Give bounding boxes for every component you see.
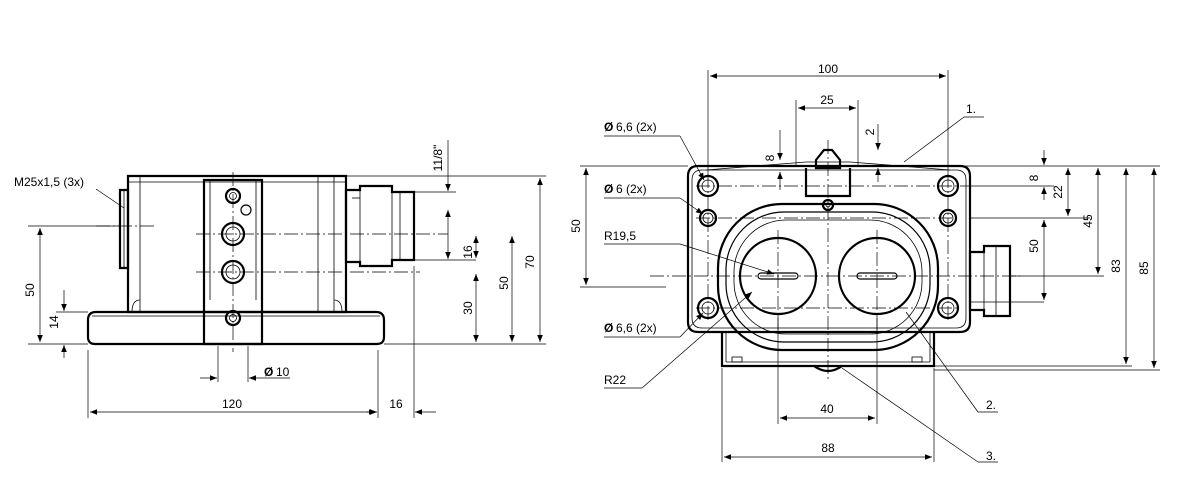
label-hole-6: 6 (2x)	[616, 182, 647, 196]
dim-8-top: 8	[763, 154, 777, 161]
dim-22: 22	[1051, 185, 1065, 199]
dim-40: 40	[820, 402, 834, 416]
dim-14: 14	[47, 315, 61, 329]
screw-small	[240, 204, 252, 216]
dim-16-horiz: 16	[389, 397, 403, 411]
top-view: 100 25 2 8 1. Ø 6,6 (2x) Ø 6 (2x) Ø 6,6 …	[569, 62, 1160, 463]
dim-8-right: 8	[1027, 174, 1041, 181]
dim-88: 88	[821, 441, 835, 455]
dim-dia-10: 10	[276, 365, 290, 379]
dim-100: 100	[818, 62, 838, 76]
callout-2: 2.	[986, 398, 996, 412]
dim-50-right: 50	[497, 276, 511, 290]
top-right-gland	[968, 244, 1012, 318]
dim-85: 85	[1137, 261, 1151, 275]
side-view: 50 14 M25x1,5 (3x) 11/8" 16 30 50 70 Ø	[14, 140, 546, 418]
dim-30: 30	[461, 301, 475, 315]
dim-50-left: 50	[23, 283, 37, 297]
label-hole-6-6-bottom: 6,6 (2x)	[616, 321, 657, 335]
label-r22: R22	[604, 373, 626, 387]
thread-label: M25x1,5 (3x)	[14, 175, 84, 189]
dim-50-left-top: 50	[569, 219, 583, 233]
label-r19-5: R19,5	[604, 229, 636, 243]
dim-25: 25	[820, 93, 834, 107]
dia-symbol-10: Ø	[264, 365, 273, 379]
callout-3: 3.	[986, 449, 996, 463]
dim-70: 70	[523, 255, 537, 269]
top-housing-outline	[686, 164, 972, 334]
dia-symbol-hole1: Ø	[604, 120, 613, 134]
dim-thread-inch: 11/8"	[431, 145, 445, 172]
dia-symbol-hole3: Ø	[604, 321, 613, 335]
dim-120: 120	[222, 397, 242, 411]
dia-symbol-hole2: Ø	[604, 182, 613, 196]
dim-16-vert: 16	[461, 245, 475, 259]
dim-2: 2	[863, 128, 877, 135]
base-plate	[86, 310, 386, 346]
dim-83: 83	[1109, 259, 1123, 273]
dim-50-right-top: 50	[1027, 239, 1041, 253]
left-gland	[118, 188, 130, 270]
front-plate	[202, 178, 264, 346]
dim-45: 45	[1081, 214, 1095, 228]
label-hole-6-6-top: 6,6 (2x)	[616, 120, 657, 134]
callout-1: 1.	[966, 102, 976, 116]
